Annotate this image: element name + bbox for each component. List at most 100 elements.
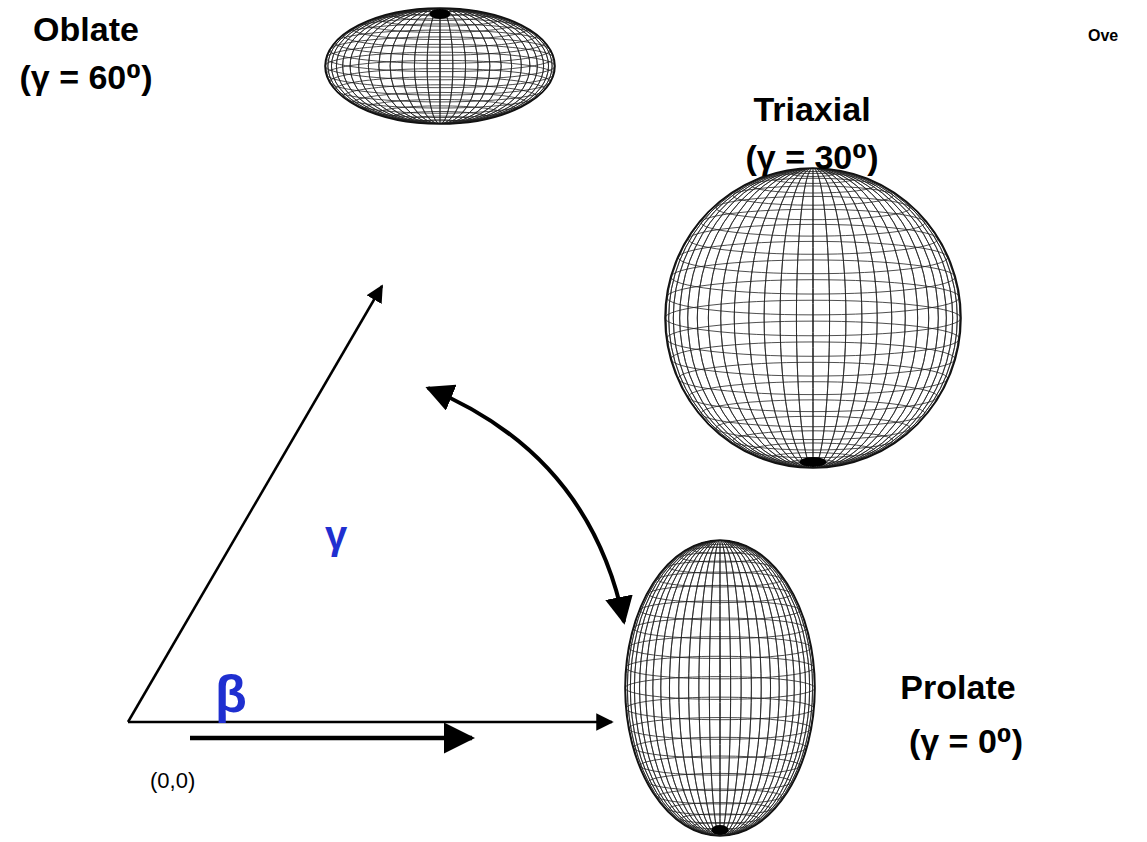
mesh-parallel [688, 382, 937, 412]
mesh-meridian [402, 8, 478, 124]
mesh-meridian [625, 540, 815, 836]
mesh-meridian [368, 8, 511, 124]
mesh-meridian [634, 540, 805, 836]
mesh-meridian [708, 168, 917, 468]
triaxial-ellipsoid [665, 168, 961, 468]
mesh-meridian [697, 168, 928, 468]
mesh-parallel [658, 572, 782, 587]
mesh-meridian [390, 8, 490, 124]
axis-symbol: γ [325, 515, 347, 555]
ellipsoid-outline [665, 168, 961, 468]
mesh-meridian [626, 540, 815, 836]
mesh-meridian [734, 168, 891, 468]
shape-label: Oblate [33, 12, 139, 46]
mesh-parallel [667, 321, 960, 356]
shape-label: (γ = 60⁰) [19, 60, 152, 94]
mesh-meridian [653, 540, 787, 836]
mesh-meridian [627, 540, 812, 836]
mesh-meridian [627, 540, 812, 836]
mesh-meridian [666, 168, 960, 468]
mesh-meridian [368, 8, 511, 124]
mesh-meridian [343, 8, 538, 124]
prolate-ellipsoid [625, 540, 815, 836]
beta-arrow [190, 736, 472, 741]
mesh-parallel [335, 77, 544, 102]
mesh-meridian [666, 168, 960, 468]
mesh-meridian [646, 540, 795, 836]
mesh-parallel [640, 601, 800, 620]
mesh-meridian [379, 8, 501, 124]
mesh-parallel [326, 60, 554, 87]
mesh-parallel [335, 30, 544, 55]
mesh-meridian [669, 168, 958, 468]
mesh-parallel [671, 342, 955, 376]
beta-axis [128, 721, 612, 724]
mesh-meridian [709, 540, 730, 836]
mesh-meridian [626, 540, 815, 836]
mesh-meridian [749, 168, 877, 468]
ellipsoid-fill [625, 540, 815, 836]
mesh-parallel [658, 789, 782, 804]
mesh-parallel [667, 280, 960, 315]
mesh-meridian [350, 8, 530, 124]
gamma-arrow [428, 388, 624, 622]
mesh-meridian [720, 540, 721, 836]
mesh-meridian [688, 168, 939, 468]
ellipsoid-fill [665, 168, 961, 468]
shape-label: (γ = 0⁰) [909, 724, 1023, 758]
mesh-meridian [646, 540, 795, 836]
mesh-meridian [402, 8, 478, 124]
mesh-meridian [764, 168, 862, 468]
mesh-meridian [813, 168, 814, 468]
mesh-meridian [665, 168, 961, 468]
mesh-parallel [353, 92, 527, 113]
mesh-meridian [328, 8, 552, 124]
mesh-meridian [661, 540, 779, 836]
mesh-meridian [673, 168, 952, 468]
mesh-meridian [640, 540, 801, 836]
mesh-meridian [673, 168, 952, 468]
shape-label: Triaxial [753, 92, 870, 126]
oblate-ellipsoid [325, 8, 555, 124]
mesh-meridian [414, 8, 465, 124]
mesh-meridian [721, 168, 906, 468]
mesh-meridian [336, 8, 543, 124]
mesh-meridian [661, 540, 779, 836]
mesh-meridian [689, 540, 752, 836]
mesh-parallel [640, 756, 800, 775]
mesh-meridian [708, 168, 917, 468]
mesh-meridian [721, 168, 906, 468]
mesh-meridian [331, 8, 548, 124]
mesh-meridian [796, 168, 829, 468]
mesh-parallel [665, 300, 961, 336]
mesh-meridian [350, 8, 530, 124]
mesh-meridian [680, 168, 947, 468]
mesh-meridian [414, 8, 465, 124]
mesh-meridian [634, 540, 805, 836]
mesh-parallel [678, 241, 947, 273]
mesh-meridian [669, 168, 958, 468]
mesh-parallel [671, 260, 955, 294]
mesh-meridian [734, 168, 891, 468]
mesh-meridian [709, 540, 730, 836]
mesh-parallel [701, 400, 925, 427]
mesh-pole [711, 825, 728, 835]
mesh-meridian [630, 540, 809, 836]
ellipsoid-outline [325, 8, 555, 124]
mesh-meridian [326, 8, 555, 124]
mesh-parallel [625, 677, 815, 700]
ellipsoid-outline [625, 540, 815, 836]
mesh-meridian [440, 8, 441, 124]
mesh-pole [430, 9, 451, 19]
mesh-parallel [330, 69, 551, 95]
mesh-meridian [331, 8, 548, 124]
mesh-meridian [427, 8, 453, 124]
shape-label: (γ = 30⁰) [745, 140, 878, 174]
mesh-parallel [678, 362, 947, 394]
mesh-meridian [427, 8, 453, 124]
mesh-meridian [328, 8, 552, 124]
mesh-meridian [669, 540, 770, 836]
mesh-meridian [689, 540, 752, 836]
mesh-parallel [330, 37, 551, 63]
